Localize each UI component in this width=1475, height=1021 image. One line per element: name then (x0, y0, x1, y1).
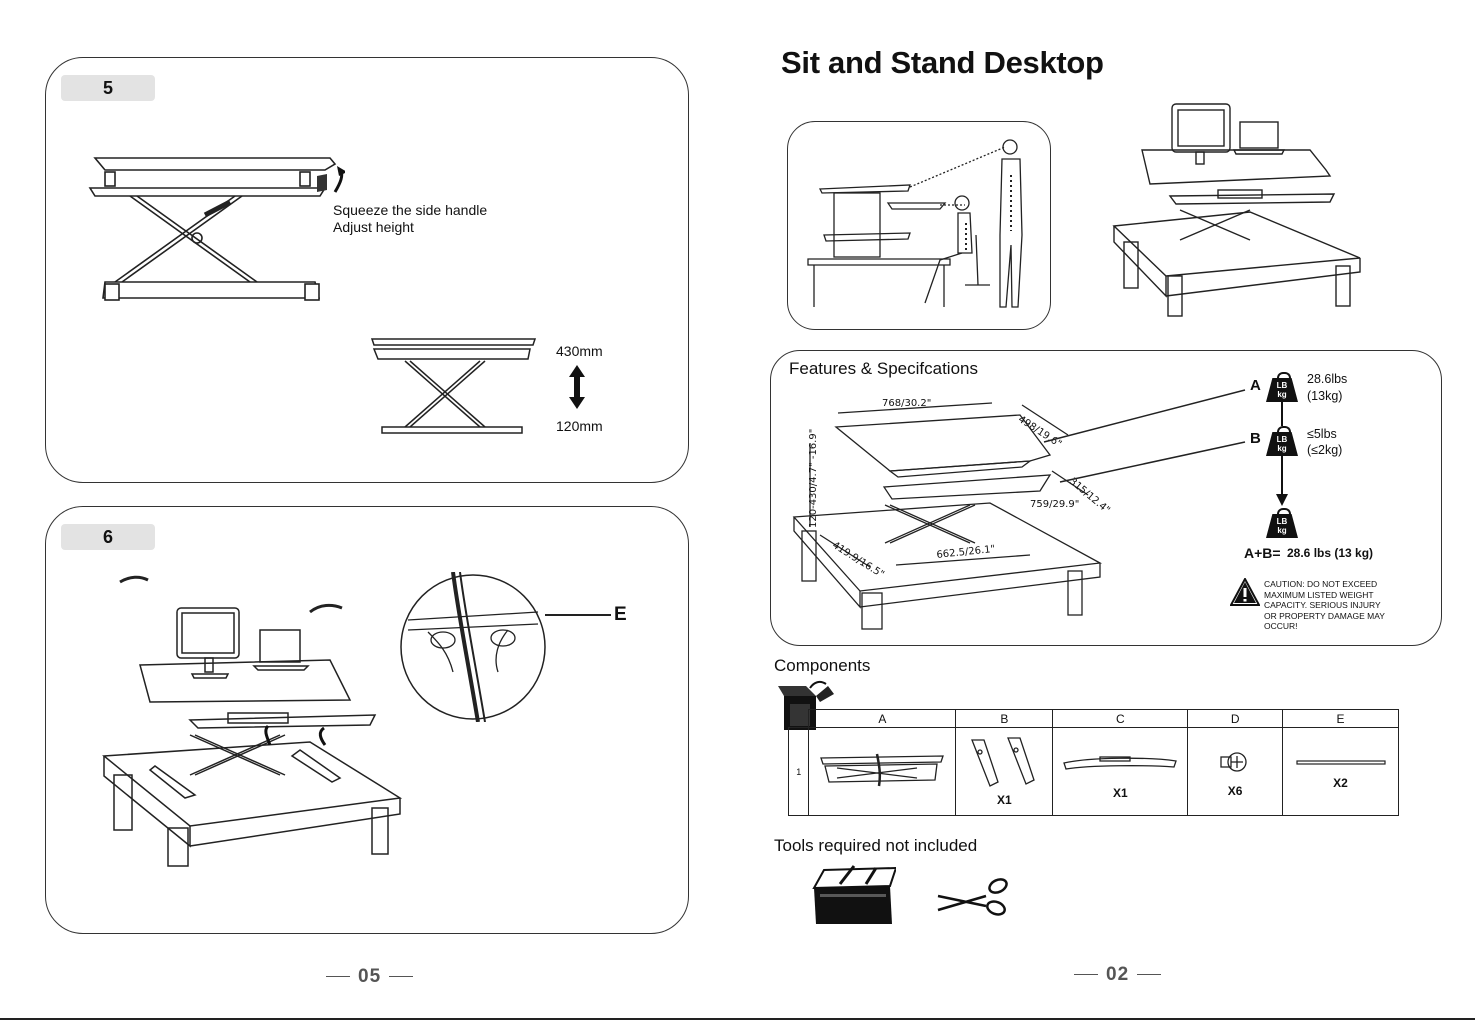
caution-line-5: OCCUR! (1264, 621, 1298, 632)
weight-icon-b-top: LB (1276, 435, 1288, 444)
component-qty-c: X1 (1112, 786, 1128, 800)
total-value: 28.6 lbs (13 kg) (1287, 546, 1374, 560)
total-label: A+B= (1244, 545, 1281, 561)
load-a-kg: (13kg) (1307, 389, 1343, 403)
toolbox-icon (812, 865, 896, 924)
scissors-icon (937, 878, 1008, 916)
caution-line-3: CAPACITY. SERIOUS INJURY (1264, 600, 1381, 611)
step6-badge: 6 (61, 524, 155, 550)
weight-icon-b-bottom: kg (1277, 444, 1287, 453)
load-b-lbs: ≤5lbs (1307, 427, 1337, 441)
desk-frame-part-icon (820, 753, 945, 787)
tools-heading: Tools required not included (774, 836, 978, 855)
load-a-lbs: 28.6lbs (1307, 372, 1348, 386)
page-title: Sit and Stand Desktop (781, 45, 1104, 80)
features-heading: Features & Specifcations (789, 359, 978, 378)
screw-part-icon (1220, 752, 1247, 772)
caution-line-4: OR PROPERTY DAMAGE MAY (1264, 610, 1385, 621)
desk-on-table-setup-illustration (102, 575, 403, 867)
height-adjust-arrow-icon (569, 365, 585, 409)
component-cell-d: X6 (1187, 727, 1284, 816)
bracket-part-icon (971, 737, 1036, 787)
caution-warning-icon (1230, 578, 1260, 606)
dim-keyboard-width: 759/29.9" (1030, 499, 1080, 510)
component-header-b: B (955, 709, 1054, 728)
component-qty-b: X1 (997, 793, 1012, 807)
component-cell-a (808, 727, 957, 816)
components-heading: Components (774, 656, 871, 675)
components-table: A B C D E 1 (787, 709, 1399, 816)
step5-instruction-line2: Adjust height (333, 219, 414, 235)
load-b-kg: (≤2kg) (1307, 443, 1343, 457)
component-header-c: C (1052, 709, 1189, 728)
standing-desk-raised-illustration (88, 157, 345, 301)
weight-icon-a-bottom: kg (1277, 390, 1287, 399)
component-header-d: D (1187, 709, 1284, 728)
keyboard-tray-part-icon (1063, 756, 1178, 770)
step5-panel (45, 57, 689, 483)
component-header-a: A (808, 709, 957, 728)
workstation-preview-illustration (1112, 103, 1361, 317)
load-b-label: B (1250, 430, 1261, 447)
load-a-label: A (1250, 377, 1261, 394)
desk-dimension-illustration (792, 402, 1103, 630)
component-cell-c: X1 (1052, 727, 1189, 816)
component-qty-d: X6 (1227, 784, 1243, 798)
step6-panel (45, 506, 689, 934)
component-header-e: E (1282, 709, 1399, 728)
right-page-number: 02 (1066, 964, 1169, 986)
weight-icon-a-top: LB (1276, 381, 1288, 390)
height-max-label: 430mm (556, 343, 603, 359)
step5-badge: 5 (61, 75, 155, 101)
component-cell-b: X1 (955, 727, 1054, 816)
caution-text: CAUTION: DO NOT EXCEED MAXIMUM LISTED WE… (1264, 579, 1404, 632)
components-corner-cell (788, 709, 810, 728)
dim-top-width: 768/30.2" (882, 398, 932, 409)
component-row-number: 1 (787, 727, 810, 816)
load-down-arrow-icon (1276, 456, 1288, 506)
left-page-number: 05 (318, 966, 421, 988)
sit-stand-ergonomics-illustration (807, 139, 1023, 308)
cable-tie-part-icon (1295, 760, 1386, 765)
caution-line-1: CAUTION: DO NOT EXCEED (1264, 579, 1378, 589)
component-cell-e: X2 (1282, 727, 1399, 816)
weight-icon-total-top: LB (1276, 517, 1288, 526)
bottom-rule (0, 1018, 1475, 1020)
weight-icon-total-bottom: kg (1277, 526, 1287, 535)
load-connector-line (1281, 402, 1283, 426)
dim-height-range: 120-430/4.7" -16.9" (808, 428, 819, 528)
height-min-label: 120mm (556, 418, 603, 434)
standing-desk-lowered-illustration (370, 338, 537, 434)
cable-clip-detail-circle (400, 572, 546, 722)
load-pointer-lines (1043, 389, 1246, 483)
cable-clip-callout-label: E (614, 604, 627, 625)
step5-instruction-line1: Squeeze the side handle (333, 202, 488, 218)
cable-clip-callout-line (545, 614, 611, 616)
component-qty-e: X2 (1333, 776, 1348, 790)
caution-line-2: MAXIMUM LISTED WEIGHT (1264, 589, 1374, 600)
